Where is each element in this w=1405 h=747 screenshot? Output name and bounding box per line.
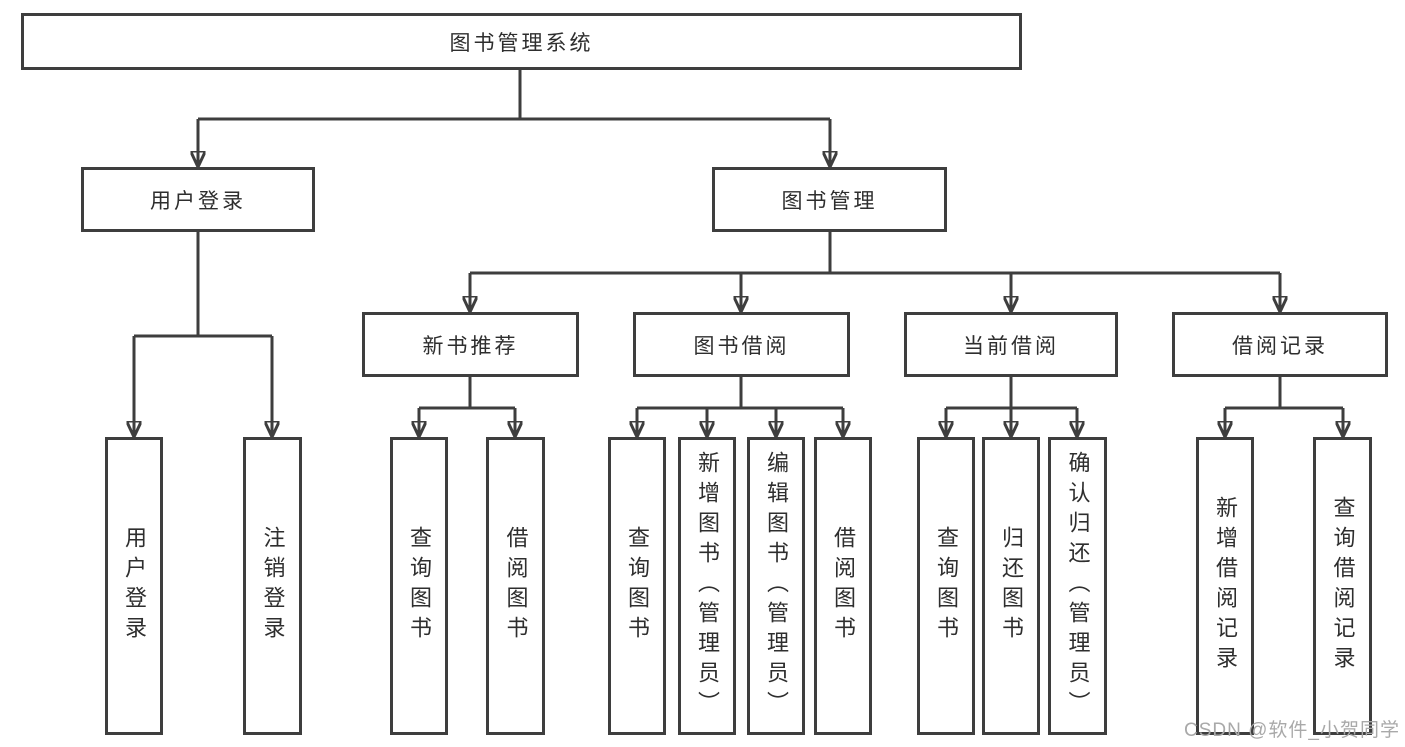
node-borrow-records-label: 借阅记录 [1232, 334, 1328, 358]
leaf-borrow-books: 借阅图书 [814, 437, 872, 735]
leaf-borrow-query-books: 查询图书 [608, 437, 666, 735]
leaf-recommend-query-books: 查询图书 [390, 437, 448, 735]
leaf-edit-books-admin: 编辑图书（管理员） [747, 437, 805, 735]
leaf-query-borrow-record-label: 查询借阅记录 [1330, 496, 1356, 676]
leaf-borrow-query-books-label: 查询图书 [625, 526, 650, 646]
node-book-borrow-label: 图书借阅 [693, 334, 790, 358]
node-user-login-label: 用户登录 [150, 189, 246, 213]
leaf-add-books-admin: 新增图书（管理员） [678, 437, 736, 735]
node-borrow-records: 借阅记录 [1172, 312, 1388, 377]
leaf-current-query-books-label: 查询图书 [934, 526, 959, 646]
leaf-confirm-return-admin-label: 确认归还（管理员） [1065, 451, 1091, 721]
node-book-management-label: 图书管理 [781, 189, 878, 213]
node-user-login: 用户登录 [81, 167, 315, 232]
leaf-current-query-books: 查询图书 [917, 437, 975, 735]
node-library-system-label: 图书管理系统 [449, 31, 594, 55]
leaf-logout: 注销登录 [243, 437, 302, 735]
node-current-borrow-label: 当前借阅 [963, 334, 1059, 358]
watermark: CSDN @软件_小贺同学 [1184, 720, 1400, 741]
leaf-recommend-borrow-books-label: 借阅图书 [503, 526, 529, 646]
leaf-user-login-label: 用户登录 [122, 526, 147, 646]
leaf-return-books-label: 归还图书 [999, 526, 1024, 646]
leaf-borrow-books-label: 借阅图书 [831, 526, 856, 646]
node-book-borrow: 图书借阅 [633, 312, 850, 377]
leaf-return-books: 归还图书 [982, 437, 1040, 735]
node-new-book-recommend-label: 新书推荐 [422, 334, 519, 358]
leaf-recommend-borrow-books: 借阅图书 [486, 437, 545, 735]
node-book-management: 图书管理 [712, 167, 947, 232]
leaf-add-borrow-record-label: 新增借阅记录 [1213, 496, 1238, 676]
leaf-logout-label: 注销登录 [260, 526, 286, 646]
leaf-recommend-query-books-label: 查询图书 [407, 526, 432, 646]
leaf-confirm-return-admin: 确认归还（管理员） [1048, 437, 1107, 735]
leaf-user-login: 用户登录 [105, 437, 163, 735]
leaf-query-borrow-record: 查询借阅记录 [1313, 437, 1372, 735]
node-library-system: 图书管理系统 [21, 13, 1022, 70]
leaf-add-borrow-record: 新增借阅记录 [1196, 437, 1254, 735]
node-new-book-recommend: 新书推荐 [362, 312, 579, 377]
leaf-add-books-admin-label: 新增图书（管理员） [695, 451, 720, 721]
leaf-edit-books-admin-label: 编辑图书（管理员） [764, 451, 789, 721]
node-current-borrow: 当前借阅 [904, 312, 1118, 377]
